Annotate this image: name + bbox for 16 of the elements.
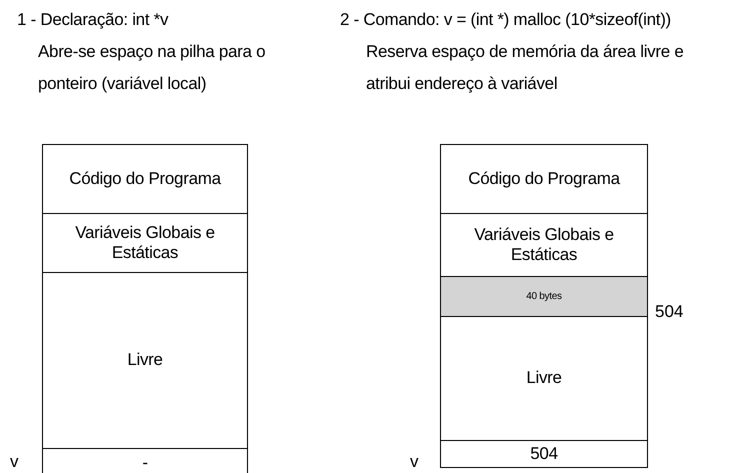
memory-segment: Livre — [440, 316, 648, 441]
allocated-memory-block: 40 bytes — [440, 276, 648, 317]
memory-segment: Variáveis Globais e Estáticas — [440, 213, 648, 277]
step-description: Reserva espaço de memória da área livre e atribui endereço à variável — [366, 41, 684, 95]
memory-segment: 504 — [440, 440, 648, 468]
address-label: 504 — [655, 302, 684, 322]
memory-segment: Variáveis Globais e Estáticas — [42, 213, 248, 273]
memory-segment: Código do Programa — [42, 144, 248, 214]
step-description: Abre-se espaço na pilha para o ponteiro (variável local) — [38, 41, 266, 95]
memory-segment: Livre — [42, 272, 248, 449]
step-heading: 2 - Comando: v = (int *) malloc (10*sizeof(int)) — [340, 9, 671, 31]
variable-label: v — [410, 452, 418, 472]
variable-label: v — [10, 452, 18, 472]
memory-segment: Código do Programa — [440, 144, 648, 214]
memory-segment: - — [42, 448, 248, 473]
step-heading: 1 - Declaração: int *v — [17, 9, 168, 31]
